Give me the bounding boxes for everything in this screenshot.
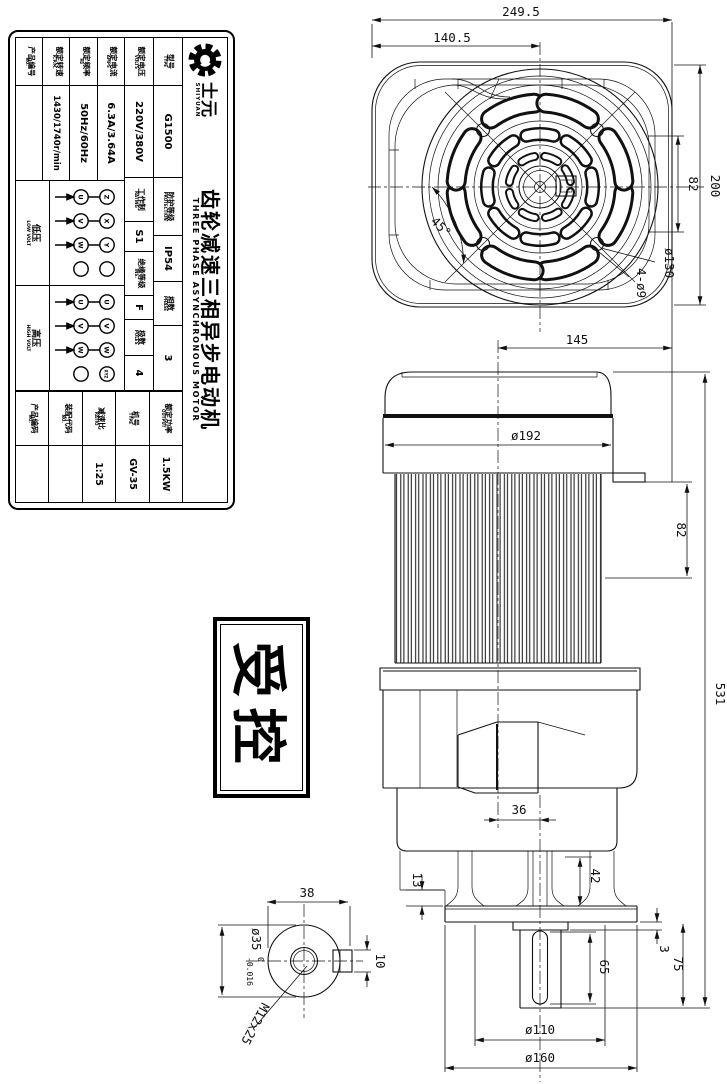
dim-shaft-dia: ø35: [249, 928, 264, 951]
top-view: 249.5 140.5 200 82 45° ø130 4-ø9: [368, 4, 723, 482]
voltage-value: 220V/380V: [125, 86, 153, 178]
svg-text:U: U: [77, 299, 85, 304]
product-code-value: [16, 446, 48, 502]
dim-terminal-height: 82: [674, 522, 689, 537]
svg-text:V: V: [77, 323, 85, 328]
svg-text:W: W: [77, 346, 85, 353]
title-cn: 齿轮减速三相异步电动机: [197, 189, 222, 431]
dim-center-offset: 140.5: [433, 30, 471, 45]
dim-rib-height: 42: [588, 868, 603, 883]
dim-tap: M12x25: [238, 1001, 272, 1048]
worm-housing: [457, 721, 586, 794]
frame-value: GV-35: [126, 458, 138, 490]
brand-en: SHIYUAN: [194, 82, 201, 118]
dim-overall-width: 249.5: [502, 4, 540, 19]
title-en: THREE PHASE ASYNCHRONOUS MOTOR: [190, 197, 200, 423]
brand: 士元 SHIYUAN: [194, 82, 219, 118]
current-value: 6.3A/3.64A: [105, 102, 117, 164]
svg-text:V: V: [103, 323, 111, 328]
dim-cover-offset: 145: [566, 332, 589, 347]
ratio-value: 1:25: [93, 462, 105, 486]
svg-text:XYZ: XYZ: [104, 370, 109, 379]
stamp-text: 受控: [224, 641, 290, 774]
dim-overall-height: 200: [708, 175, 723, 198]
dim-tol-lower: -0.016: [245, 957, 254, 986]
flange-ribs: [445, 851, 627, 907]
poles-value: 4: [133, 369, 145, 377]
nameplate: 士元 SHIYUAN 齿轮减速三相异步电动机 THREE PHASE ASYNC…: [8, 30, 235, 510]
duty-value: S1: [125, 222, 153, 252]
protection-value: IP54: [154, 236, 182, 282]
svg-text:X: X: [103, 218, 111, 223]
dim-bolt-circle: ø130: [662, 248, 677, 278]
phase-value: 3: [162, 354, 174, 362]
dim-mount-holes: 4-ø9: [634, 268, 649, 298]
mounting-holes: [475, 122, 605, 252]
insulation-value: F: [125, 296, 153, 320]
nameplate-title: 齿轮减速三相异步电动机 THREE PHASE ASYNCHRONOUS MOT…: [190, 122, 222, 498]
high-volt-diagram: U U V V W W XYZ: [50, 286, 124, 390]
dim-inner-width: 82: [686, 176, 701, 191]
side-view-dimensions: 145 ø192 82 531 36 13 42 3 75: [385, 332, 727, 1072]
dim-cover-dia: ø192: [511, 428, 541, 443]
svg-text:W: W: [77, 241, 85, 248]
stamp-inner-border: [220, 624, 303, 791]
brand-cn: 士元: [198, 82, 219, 118]
svg-text:V: V: [77, 218, 85, 223]
low-volt-diagram: Z U X V Y W: [50, 181, 124, 285]
nameplate-header: 士元 SHIYUAN 齿轮减速三相异步电动机 THREE PHASE ASYNC…: [182, 38, 227, 502]
svg-text:U: U: [77, 194, 85, 199]
dim-bolt-circle-side: ø110: [525, 1022, 555, 1037]
controlled-stamp: 受控: [213, 617, 310, 798]
side-view: 145 ø192 82 531 36 13 42 3 75: [379, 332, 727, 1082]
dim-overall: 531: [713, 683, 727, 706]
output-value: 1.5KW: [160, 456, 172, 492]
dim-axis-offset: 36: [511, 802, 526, 817]
svg-text:Z: Z: [103, 195, 111, 200]
svg-text:W: W: [103, 346, 111, 353]
dim-across-key: 38: [299, 885, 314, 900]
dim-step: 13: [410, 872, 425, 887]
frequency-value: 50Hz/60Hz: [78, 103, 90, 163]
dim-key-width: 10: [373, 953, 388, 968]
dim-key-length: 65: [597, 959, 612, 974]
product-no-value: [16, 86, 42, 180]
shaft-end-dimensions: 38 ø35 0 -0.016 10 M12x25: [218, 885, 388, 1048]
shaft-end-view: 38 ø35 0 -0.016 10 M12x25: [218, 885, 388, 1048]
dim-shaft-length: 75: [671, 956, 686, 971]
gear-logo-icon: [188, 43, 222, 77]
dim-boss-height: 3: [657, 945, 672, 953]
model-value: G1500: [154, 86, 182, 178]
dim-flange-dia: ø160: [525, 1050, 555, 1065]
svg-text:U: U: [103, 299, 111, 304]
assembly-code-value: [49, 446, 81, 502]
dim-tol-upper: 0: [256, 957, 265, 962]
svg-text:Y: Y: [103, 242, 111, 248]
speed-value: 1430/1740r/min: [51, 95, 62, 171]
